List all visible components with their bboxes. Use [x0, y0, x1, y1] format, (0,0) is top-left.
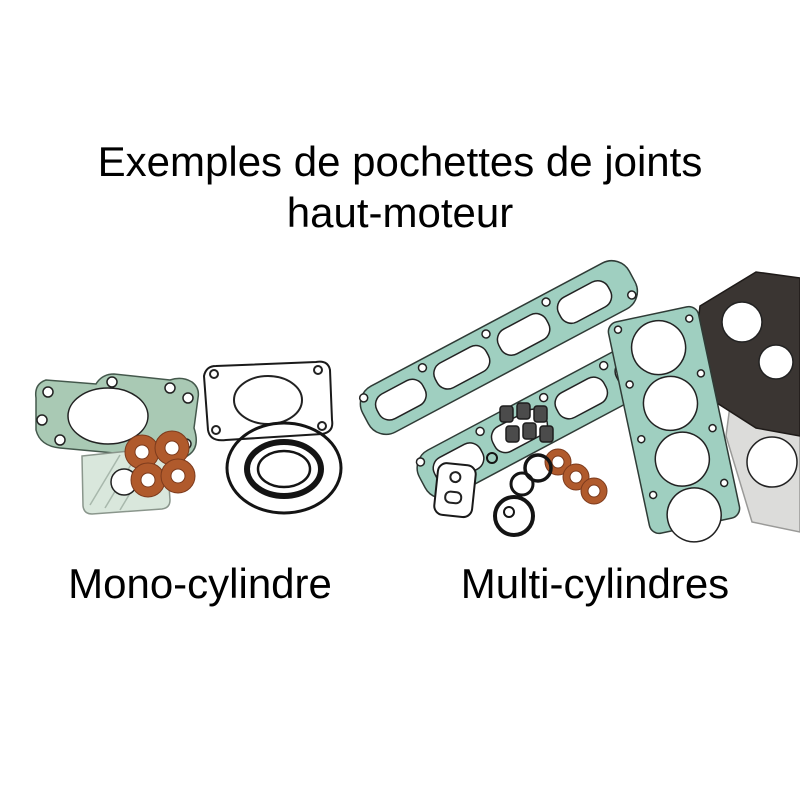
paper-base-gasket: [202, 360, 334, 442]
copper-washers-right: [544, 448, 608, 505]
mono-cylinder-gasket-set: [34, 360, 343, 515]
o-rings-left: [225, 421, 343, 515]
label-mono-cylindre: Mono-cylindre: [68, 560, 332, 607]
four-cylinder-head-gasket: [607, 305, 741, 543]
label-multi-cylindres: Multi-cylindres: [460, 560, 730, 607]
small-paper-gasket: [433, 462, 477, 519]
o-rings-right: [486, 452, 553, 497]
o-ring-with-dot: [493, 495, 535, 537]
valve-stem-seals: [499, 402, 554, 443]
valve-cover-gasket-upper: [358, 259, 639, 436]
copper-washers-left: [124, 430, 196, 498]
title-line2: haut-moteur: [286, 189, 514, 237]
multi-cylinder-gasket-set: [358, 259, 800, 543]
title-line1: Exemples de pochettes de joints: [97, 138, 703, 185]
cylinder-base-gasket: [34, 373, 200, 460]
page-title: Exemples de pochettes de joints haut-mot…: [0, 136, 800, 238]
